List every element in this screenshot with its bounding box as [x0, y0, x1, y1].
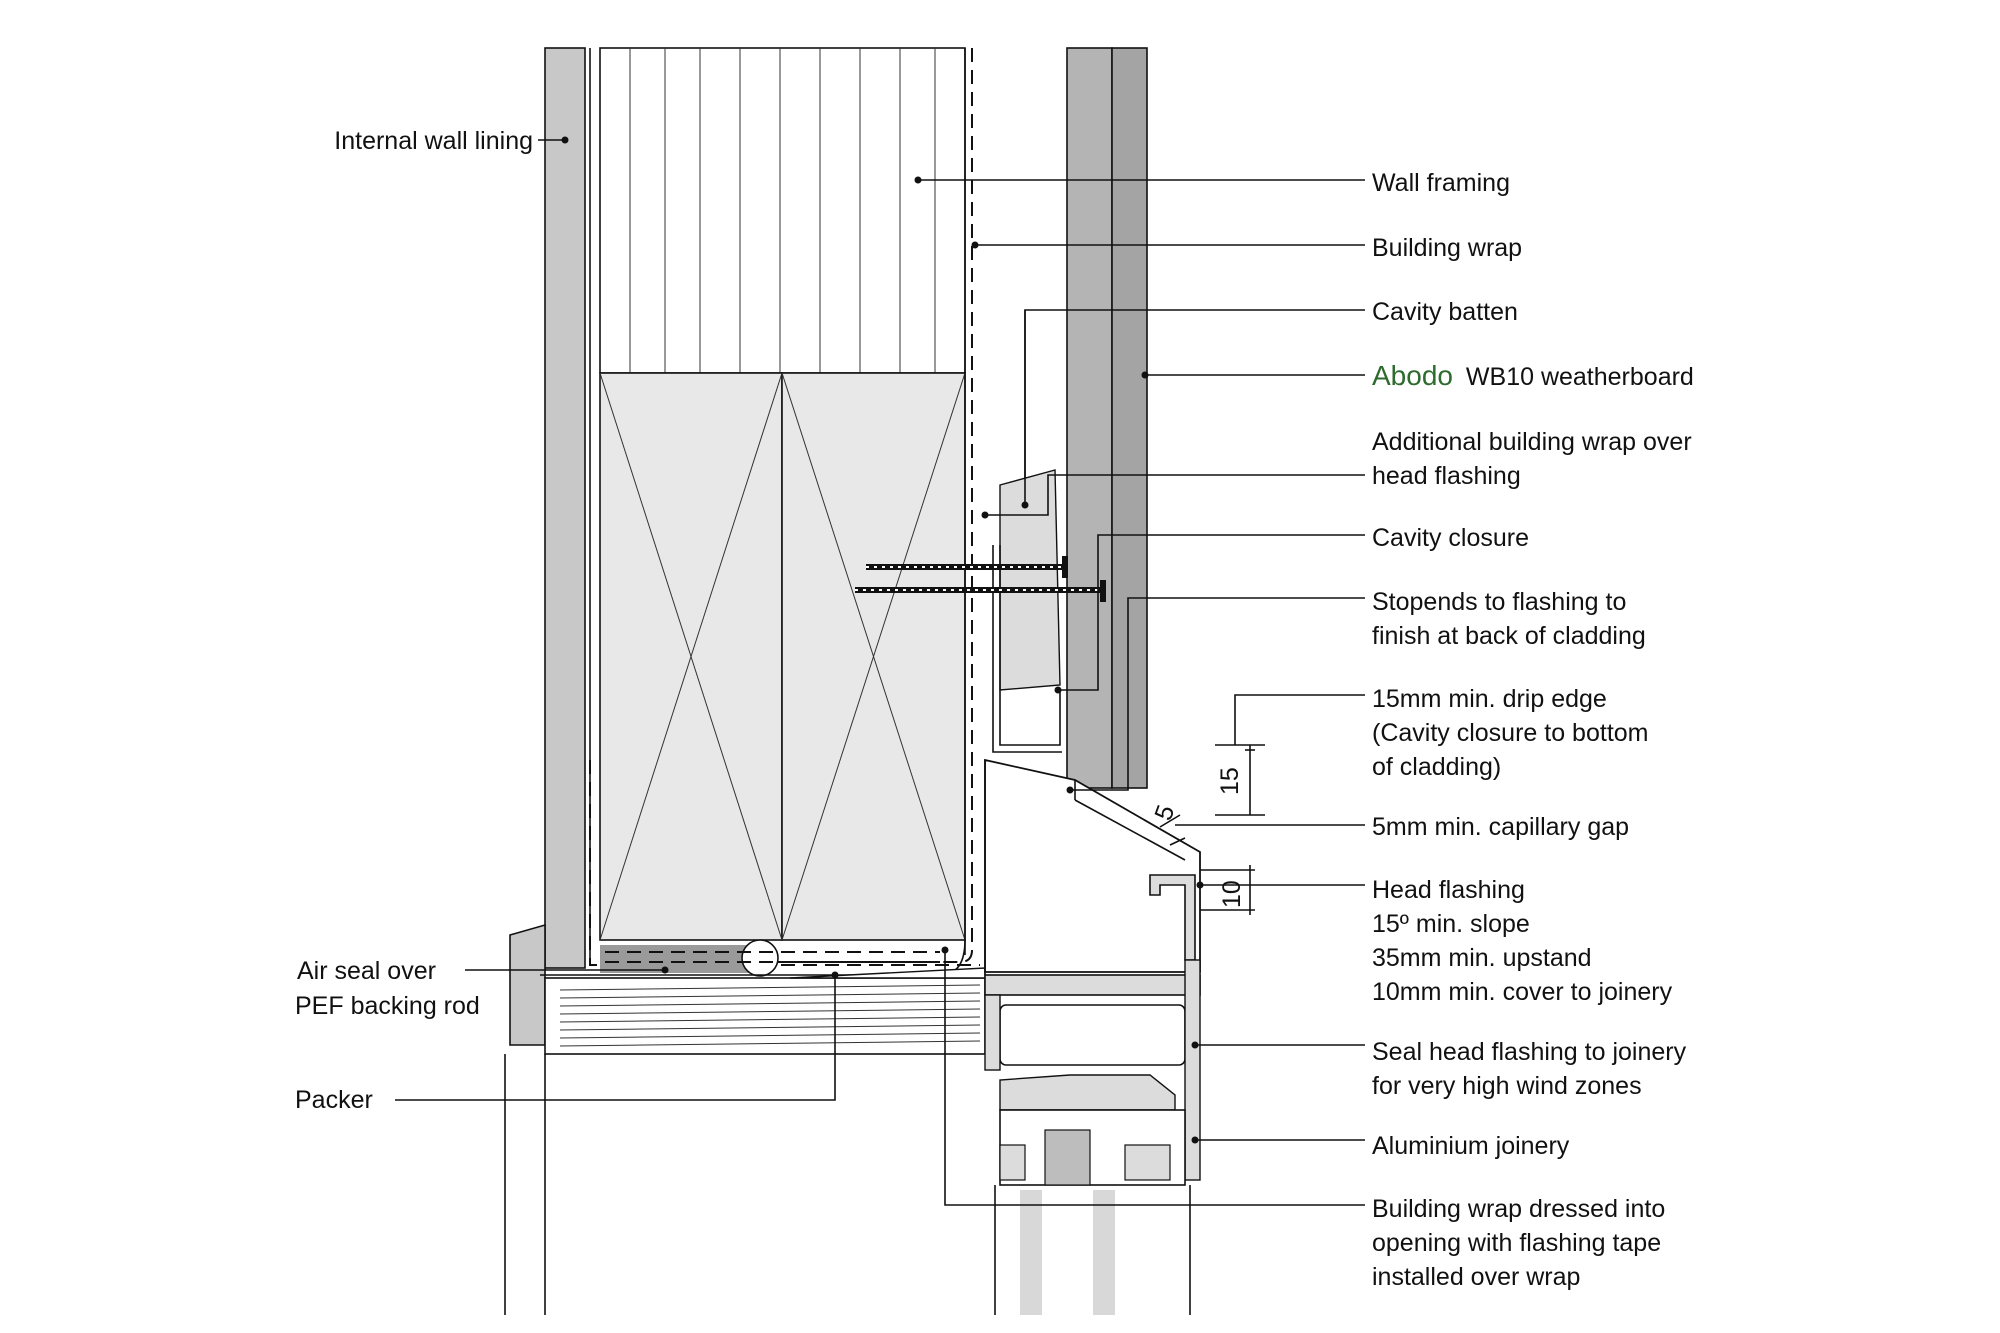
label-drip-3: of cladding): [1372, 753, 1501, 781]
internal-wall-lining: [544, 47, 586, 969]
timber-reveal: [544, 977, 986, 1055]
additional-wrap: [999, 469, 1061, 691]
label-wall-framing: Wall framing: [1372, 169, 1510, 197]
dimension-drip-edge: 15: [1215, 744, 1265, 816]
dim-drip-text: 15: [1216, 767, 1244, 795]
label-stopends-2: finish at back of cladding: [1372, 622, 1646, 650]
dim-capillary-text: 5: [1149, 801, 1180, 824]
label-weatherboard: Abodo WB10 weatherboard: [1372, 360, 1694, 391]
label-head-flashing-2: 15º min. slope: [1372, 910, 1530, 938]
building-wrap: [600, 48, 973, 963]
label-cavity-batten: Cavity batten: [1372, 298, 1518, 326]
label-wrap-dressed-3: installed over wrap: [1372, 1263, 1580, 1291]
label-seal-2: for very high wind zones: [1372, 1072, 1642, 1100]
label-aluminium-joinery: Aluminium joinery: [1372, 1132, 1570, 1160]
head-flashing: [984, 758, 1201, 973]
glazing-pane-left: [1020, 1190, 1042, 1315]
cavity-closure: [999, 545, 1061, 746]
wall-framing: [599, 47, 966, 374]
label-drip-1: 15mm min. drip edge: [1372, 685, 1607, 713]
pef-backing-rod: [741, 939, 779, 977]
scotia-trim: [509, 923, 546, 1046]
packer: [789, 967, 986, 979]
label-additional-wrap-2: head flashing: [1372, 462, 1521, 490]
label-cavity-closure: Cavity closure: [1372, 524, 1529, 552]
fixing-screws: [855, 556, 1106, 602]
dimension-cover: 10: [1200, 865, 1255, 915]
label-packer: Packer: [295, 1086, 373, 1114]
label-internal-wall-lining: Internal wall lining: [334, 127, 533, 155]
weatherboard-cladding: [1066, 47, 1148, 789]
label-wrap-dressed-2: opening with flashing tape: [1372, 1229, 1661, 1257]
label-additional-wrap-1: Additional building wrap over: [1372, 428, 1692, 456]
label-drip-2: (Cavity closure to bottom: [1372, 719, 1649, 747]
label-seal-1: Seal head flashing to joinery: [1372, 1038, 1687, 1066]
label-head-flashing-3: 35mm min. upstand: [1372, 944, 1592, 972]
label-wrap-dressed-1: Building wrap dressed into: [1372, 1195, 1665, 1223]
label-air-seal-2: PEF backing rod: [295, 992, 480, 1020]
leaders-right: [914, 176, 1365, 1206]
label-head-flashing-4: 10mm min. cover to joinery: [1372, 978, 1673, 1006]
air-seal-strip: [600, 945, 750, 973]
weatherboard-text: WB10 weatherboard: [1466, 363, 1694, 391]
lintel: [599, 372, 966, 941]
label-air-seal-1: Air seal over: [297, 957, 436, 985]
label-building-wrap: Building wrap: [1372, 234, 1522, 262]
glazing-pane-right: [1093, 1190, 1115, 1315]
label-head-flashing-1: Head flashing: [1372, 876, 1525, 904]
leaders-left: [395, 136, 839, 1101]
label-stopends-1: Stopends to flashing to: [1372, 588, 1626, 616]
abodo-brand-text: Abodo: [1372, 360, 1453, 391]
label-capillary-gap: 5mm min. capillary gap: [1372, 813, 1629, 841]
aluminium-joinery: [984, 874, 1201, 1315]
